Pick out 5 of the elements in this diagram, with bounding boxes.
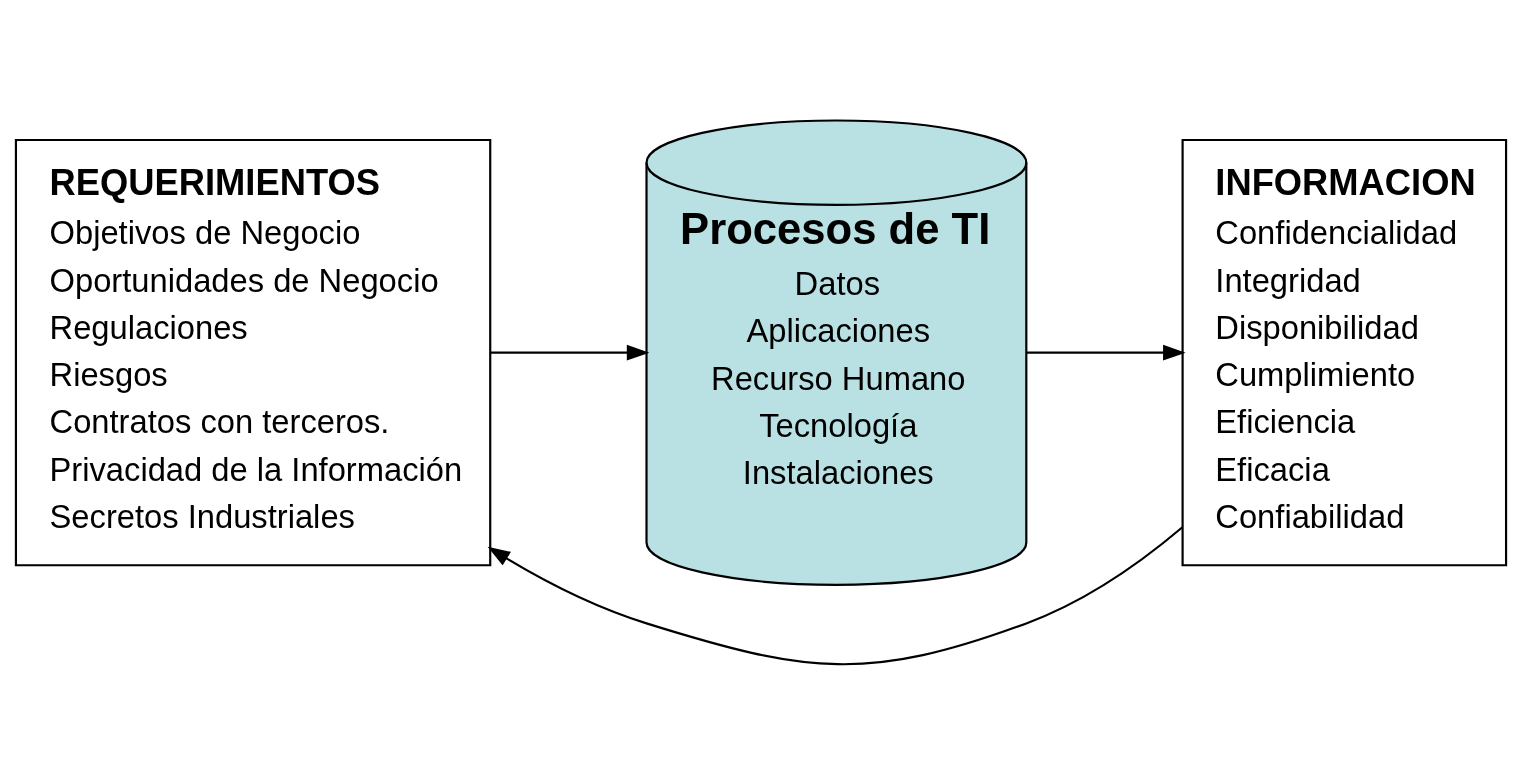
node-box: INFORMACION Confidencialidad Integridad Disponibilidad Cumplimiento Eficiencia Eficacia Confiabilidad: [1181, 138, 1508, 566]
arrow: [487, 525, 1184, 665]
arrow: [1026, 344, 1186, 361]
node-box: REQUERIMIENTOS Objetivos de Negocio Oportunidades de Negocio Regulaciones Riesgos Contratos con terceros. Privacidad de la Información Secretos Industriales: [14, 138, 492, 566]
arrow: [490, 344, 650, 361]
